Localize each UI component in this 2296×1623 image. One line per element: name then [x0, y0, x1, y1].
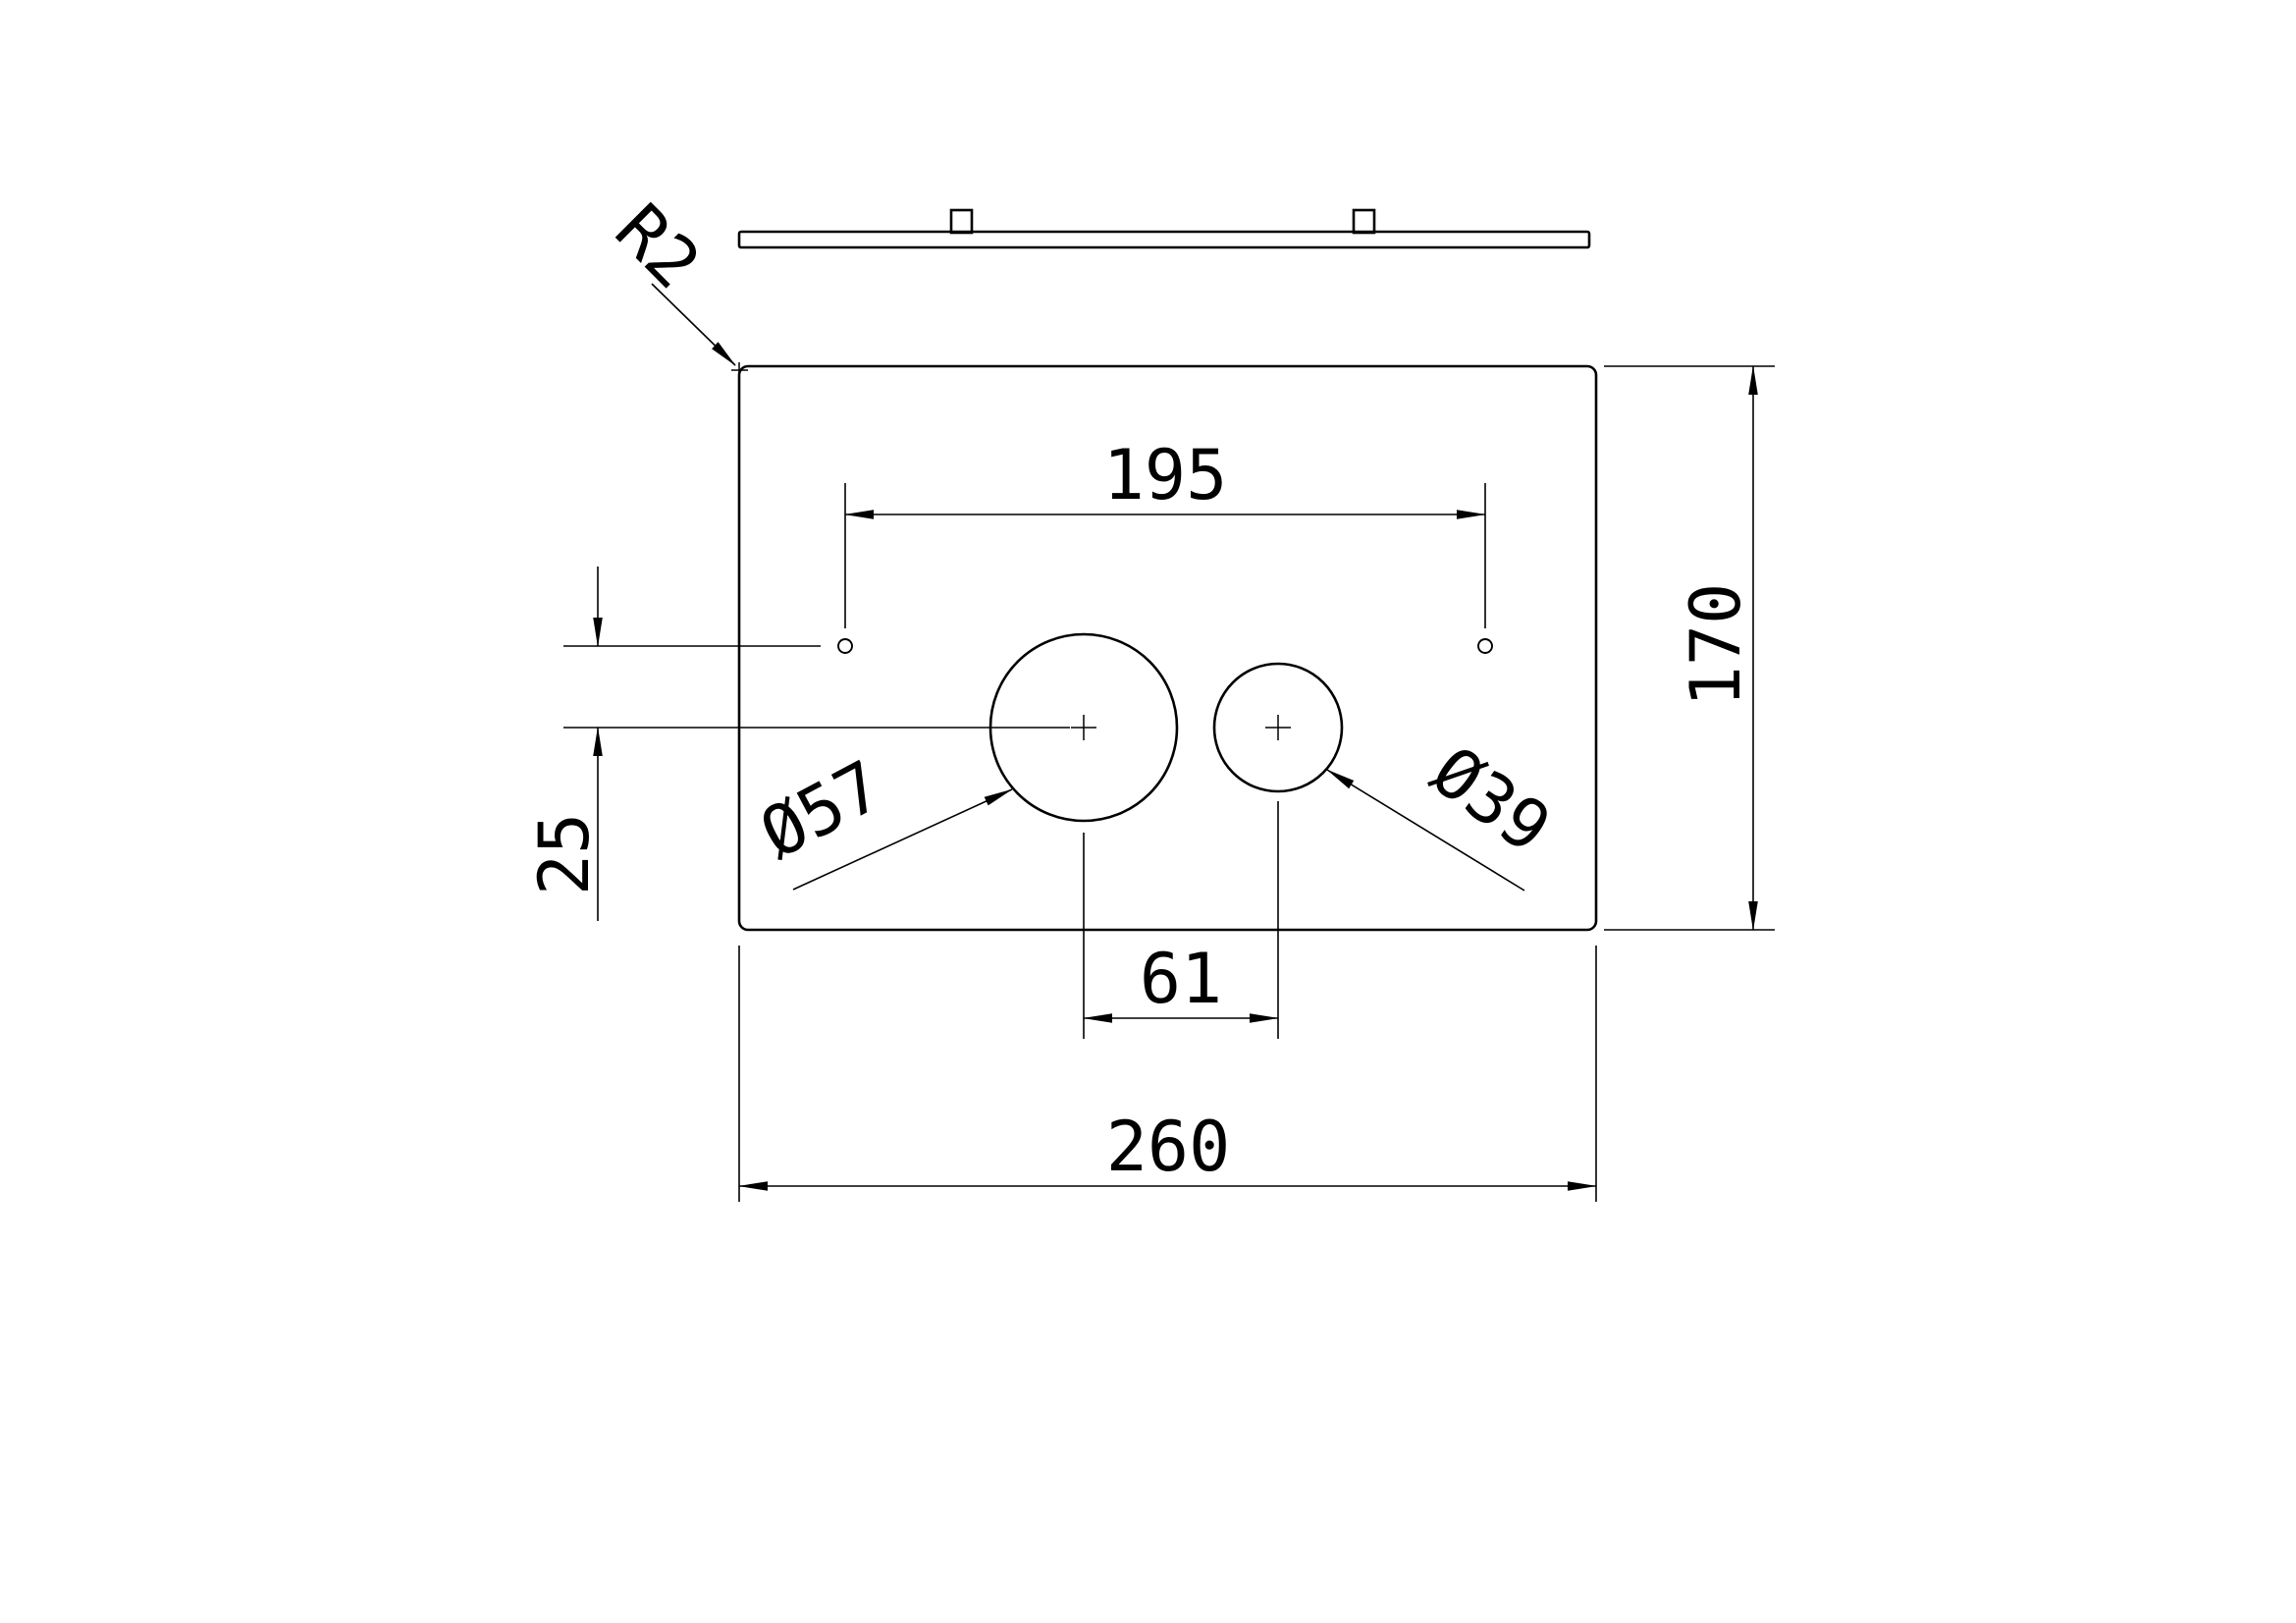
profile-view [737, 208, 1591, 249]
dim-label-195: 195 [1103, 435, 1227, 515]
dim-label-170: 170 [1676, 583, 1756, 707]
dim-label-61: 61 [1140, 939, 1222, 1019]
small-circle [1212, 662, 1344, 793]
leader-line [792, 788, 1013, 891]
small-circle-center-mark [1265, 715, 1291, 740]
callout-large-diameter: Ø57 [748, 745, 1013, 891]
dimension-hole-spacing: 195 [844, 435, 1486, 628]
dim-label-260: 260 [1106, 1107, 1230, 1187]
profile-bar [737, 230, 1591, 249]
dimension-plate-width: 260 [738, 946, 1597, 1202]
plate-outline [737, 364, 1598, 932]
callout-small-diameter: Ø39 [1326, 730, 1565, 892]
large-circle-center-mark [1071, 715, 1096, 740]
dimension-circle-spacing: 61 [1083, 801, 1279, 1039]
dimension-plate-height: 170 [1604, 365, 1775, 931]
dim-label-d57: Ø57 [748, 745, 895, 875]
clip-left [949, 208, 974, 235]
dim-label-r2: R2 [600, 189, 716, 304]
callout-corner-radius: R2 [600, 189, 736, 366]
leader-line [651, 283, 736, 366]
dim-label-25: 25 [524, 813, 605, 895]
mounting-hole-left [837, 638, 853, 654]
corner-mark [731, 362, 748, 379]
front-view [731, 362, 1598, 932]
dimension-center-offset: 25 [524, 567, 1070, 921]
leader-line [1326, 769, 1525, 892]
mounting-hole-right [1477, 638, 1493, 654]
dim-label-d39: Ø39 [1417, 730, 1565, 869]
clip-right [1352, 208, 1376, 235]
